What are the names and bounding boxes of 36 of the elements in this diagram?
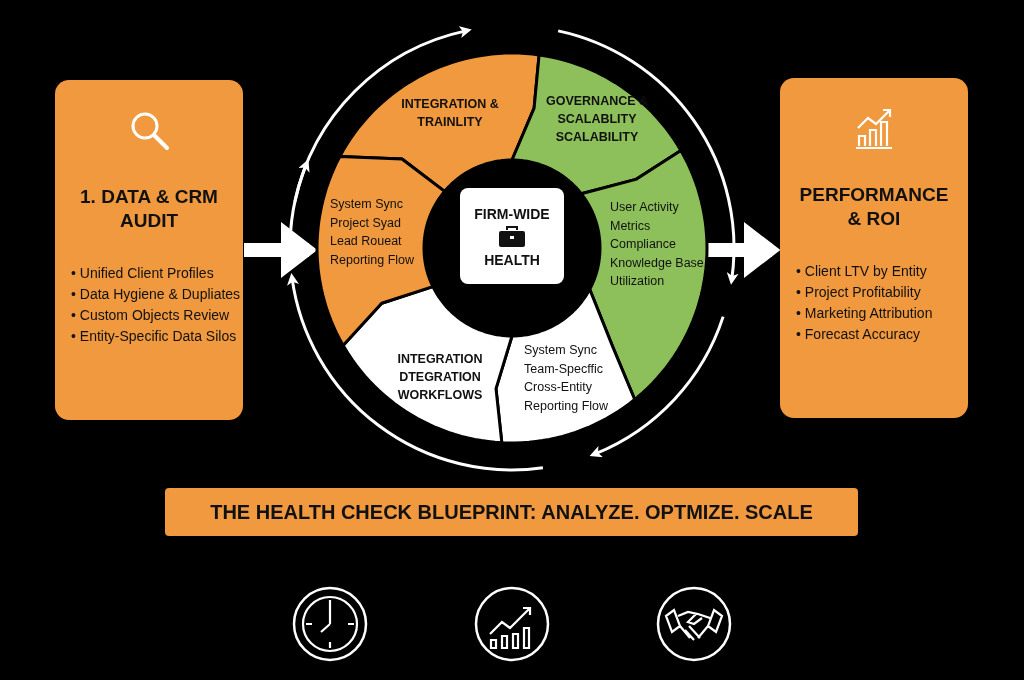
banner-title: THE HEALTH CHECK BLUEPRINT: ANALYZE. OPTMIZE. SCALE bbox=[209, 501, 814, 524]
segment-item: Team-Specffic bbox=[524, 360, 604, 378]
segment-item: Lead Roueat bbox=[330, 233, 403, 250]
center-heading: FIRM-WIDE bbox=[473, 206, 551, 222]
wheel-segment bbox=[495, 289, 635, 443]
bullet-item: • Project Profitability bbox=[796, 284, 921, 300]
stage-card bbox=[780, 78, 968, 418]
segment-item: Reporting Flow bbox=[330, 251, 416, 269]
segment-item: System Sync bbox=[330, 196, 404, 213]
segment-item: User Activity Metrics bbox=[610, 199, 680, 235]
stage-card bbox=[55, 80, 243, 420]
bullet-item: • Forecast Accuracy bbox=[796, 326, 920, 342]
block-arrow bbox=[708, 222, 781, 278]
wheel-segment bbox=[339, 53, 540, 192]
bullet-item: • Unified Client Profiles bbox=[71, 265, 214, 281]
bullet-item: • Data Hygiene & Dupliates bbox=[71, 286, 241, 302]
wheel-segment bbox=[317, 156, 445, 346]
card-heading: PERFORMANCE & ROI bbox=[798, 183, 950, 231]
bullet-item: • Entity-Specific Data Silos bbox=[71, 328, 237, 344]
segment-heading: INTEGRATION & TRAINLITY bbox=[400, 96, 500, 131]
segment-item: Project Syad bbox=[330, 214, 402, 232]
center-heading: HEALTH bbox=[483, 252, 541, 268]
segment-item: Reporting Flow bbox=[524, 397, 610, 415]
segment-item: System Sync bbox=[524, 342, 598, 359]
card-heading: 1. DATA & CRM AUDIT bbox=[79, 185, 219, 233]
bullet-item: • Client LTV by Entity bbox=[796, 263, 927, 279]
block-arrow bbox=[244, 222, 318, 278]
segment-heading: INTEGRATION DTEGRATION WORKFLOWS bbox=[396, 351, 484, 404]
segment-heading: GOVERNANCE & SCALABLITY SCALABILITY bbox=[545, 93, 649, 146]
segment-item: Cross-Entity bbox=[524, 379, 594, 396]
segment-item: Compliance bbox=[610, 236, 677, 253]
center-box bbox=[460, 188, 564, 284]
segment-item: Knowledge Base Utilization bbox=[610, 254, 705, 290]
bullet-item: • Custom Objects Review bbox=[71, 307, 230, 323]
bullet-item: • Marketing Attribution bbox=[796, 305, 933, 321]
title-banner bbox=[165, 488, 858, 536]
